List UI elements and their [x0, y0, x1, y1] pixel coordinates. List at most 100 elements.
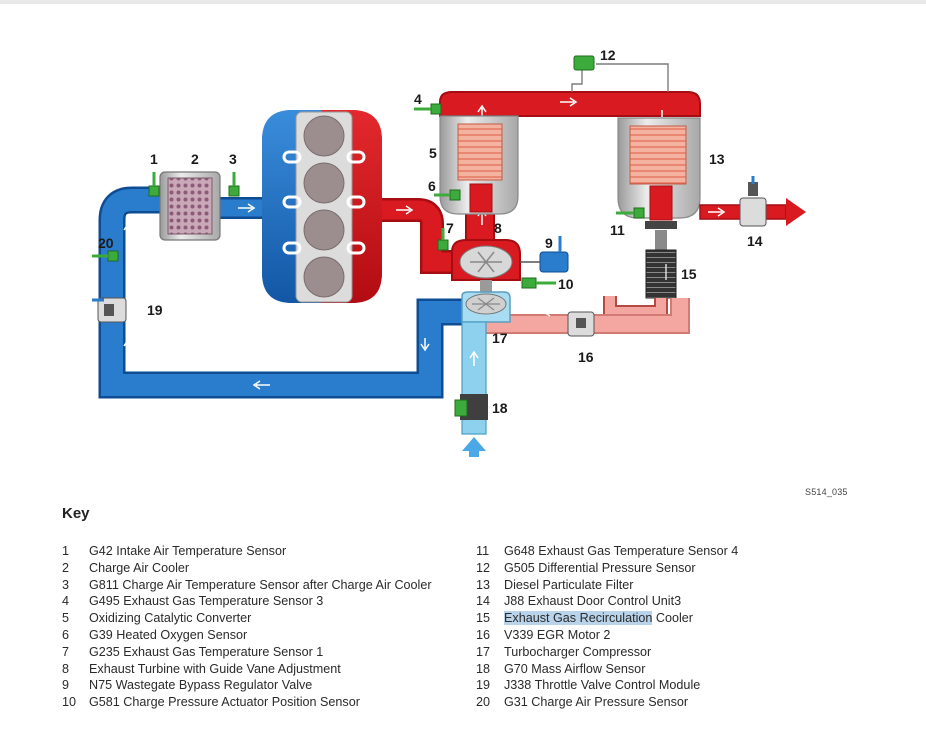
key-item-label: Exhaust Turbine with Guide Vane Adjustme…	[89, 661, 341, 676]
key-item-label: G811 Charge Air Temperature Sensor after…	[89, 577, 432, 592]
key-item-number: 12	[476, 560, 491, 575]
key-item-number: 6	[62, 627, 70, 642]
sensor-16-egr-motor	[567, 311, 595, 337]
key-item-label: Turbocharger Compressor	[504, 644, 652, 659]
diesel-particulate-filter	[617, 117, 701, 229]
sensor-1-intake-air-temp	[148, 172, 160, 197]
key-item-label: Diesel Particulate Filter	[504, 577, 634, 592]
key-item-label: Oxidizing Catalytic Converter	[89, 611, 252, 626]
key-item: 15 Exhaust Gas Recirculation Cooler	[476, 610, 738, 627]
key-item-number: 3	[62, 577, 70, 592]
callout-10: 10	[558, 276, 574, 292]
exhaust-pipe-to-turbine	[382, 198, 452, 274]
key-item-number: 18	[476, 661, 491, 676]
sensor-18-mass-airflow	[454, 399, 468, 417]
sensor-7-exhaust-temp-1	[437, 228, 449, 251]
key-item-label: G39 Heated Oxygen Sensor	[89, 627, 248, 642]
key-item-number: 20	[476, 695, 491, 710]
intake-pipe-loop	[98, 186, 462, 399]
charge-air-cooler	[159, 171, 221, 241]
key-item-number: 7	[62, 644, 70, 659]
key-item: 4 G495 Exhaust Gas Temperature Sensor 3	[62, 593, 432, 610]
key-item-label: G505 Differential Pressure Sensor	[504, 560, 696, 575]
engine-block	[262, 110, 382, 303]
key-item-label-rest: Cooler	[652, 611, 694, 626]
key-item: 13 Diesel Particulate Filter	[476, 577, 738, 594]
key-item-label: G42 Intake Air Temperature Sensor	[89, 544, 287, 558]
callout-18: 18	[492, 400, 508, 416]
key-item-label: N75 Wastegate Bypass Regulator Valve	[89, 678, 313, 693]
key-item: 1 G42 Intake Air Temperature Sensor	[62, 543, 432, 560]
key-item-number: 5	[62, 611, 70, 626]
key-item-number: 2	[62, 560, 70, 575]
key-item: 12 G505 Differential Pressure Sensor	[476, 560, 738, 577]
callout-1: 1	[150, 151, 158, 167]
key-item-label-highlighted[interactable]: Exhaust Gas Recirculation	[504, 611, 653, 626]
egr-recirculation-path	[484, 230, 690, 334]
key-item: 7 G235 Exhaust Gas Temperature Sensor 1	[62, 644, 432, 661]
key-item-label: G235 Exhaust Gas Temperature Sensor 1	[89, 644, 324, 659]
callout-11: 11	[610, 222, 625, 238]
callout-5: 5	[429, 145, 437, 161]
key-heading: Key	[62, 505, 90, 522]
figure-code: S514_035	[805, 487, 848, 497]
sensor-4-exhaust-temp-3	[414, 103, 442, 115]
key-item-number: 10	[62, 695, 77, 710]
callout-16: 16	[578, 349, 594, 365]
key-item-number: 8	[62, 661, 70, 676]
key-item-number: 1	[62, 544, 70, 558]
key-item-number: 13	[476, 577, 491, 592]
fresh-air-inlet	[460, 321, 488, 457]
callout-9: 9	[545, 235, 553, 251]
egr-system-diagram: 1 2 3 4 5 6 7 8 9 10 11 12 13 14 15 16 1…	[92, 47, 806, 457]
key-item-number: 15	[476, 611, 491, 626]
key-item: 5 Oxidizing Catalytic Converter	[62, 610, 432, 627]
callout-labels: 1 2 3 4 5 6 7 8 9 10 11 12 13 14 15 16 1…	[98, 47, 763, 416]
key-item: 20 G31 Charge Air Pressure Sensor	[476, 694, 738, 711]
key-item-label: G31 Charge Air Pressure Sensor	[504, 695, 689, 710]
key-item: 9 N75 Wastegate Bypass Regulator Valve	[62, 677, 432, 694]
callout-7: 7	[446, 220, 454, 236]
key-item: 8 Exhaust Turbine with Guide Vane Adjustm…	[62, 661, 432, 678]
callout-8: 8	[494, 220, 502, 236]
sensor-19-throttle-valve	[92, 297, 127, 323]
key-item-number: 9	[62, 678, 70, 693]
key-item-label: Charge Air Cooler	[89, 560, 190, 575]
callout-14: 14	[747, 233, 763, 249]
sensor-10-actuator-position	[521, 277, 556, 289]
key-item-number: 11	[476, 544, 490, 558]
differential-pressure-lines	[571, 63, 669, 92]
sensor-20-charge-air-pressure	[92, 250, 119, 262]
key-item: 3 G811 Charge Air Temperature Sensor afte…	[62, 577, 432, 594]
sensor-9-wastegate-valve	[520, 236, 569, 273]
sensor-3-charge-air-temp	[228, 172, 240, 197]
key-item-label: G70 Mass Airflow Sensor	[504, 661, 646, 676]
callout-20: 20	[98, 235, 114, 251]
key-item-label: G495 Exhaust Gas Temperature Sensor 3	[89, 594, 324, 609]
callout-13: 13	[709, 151, 725, 167]
sensor-6-oxygen	[434, 189, 461, 201]
key-list-left: 1 G42 Intake Air Temperature Sensor 2 Char…	[62, 543, 432, 711]
callout-4: 4	[414, 91, 422, 107]
key-item: 16 V339 EGR Motor 2	[476, 627, 738, 644]
callout-12: 12	[600, 47, 616, 63]
key-item-label: V339 EGR Motor 2	[504, 627, 611, 642]
turbocharger	[451, 239, 521, 323]
key-item: 2 Charge Air Cooler	[62, 560, 432, 577]
top-divider	[0, 0, 926, 4]
callout-3: 3	[229, 151, 237, 167]
sensor-14-exhaust-door-control	[739, 176, 767, 227]
key-item-number: 4	[62, 594, 70, 609]
callout-6: 6	[428, 178, 436, 194]
key-item-label: G581 Charge Pressure Actuator Position S…	[89, 695, 360, 710]
callout-2: 2	[191, 151, 199, 167]
key-item: 17 Turbocharger Compressor	[476, 644, 738, 661]
key-item-number: 16	[476, 627, 491, 642]
sensor-11-exhaust-temp-4	[616, 207, 645, 219]
key-item-number: 17	[476, 644, 491, 659]
callout-19: 19	[147, 302, 163, 318]
